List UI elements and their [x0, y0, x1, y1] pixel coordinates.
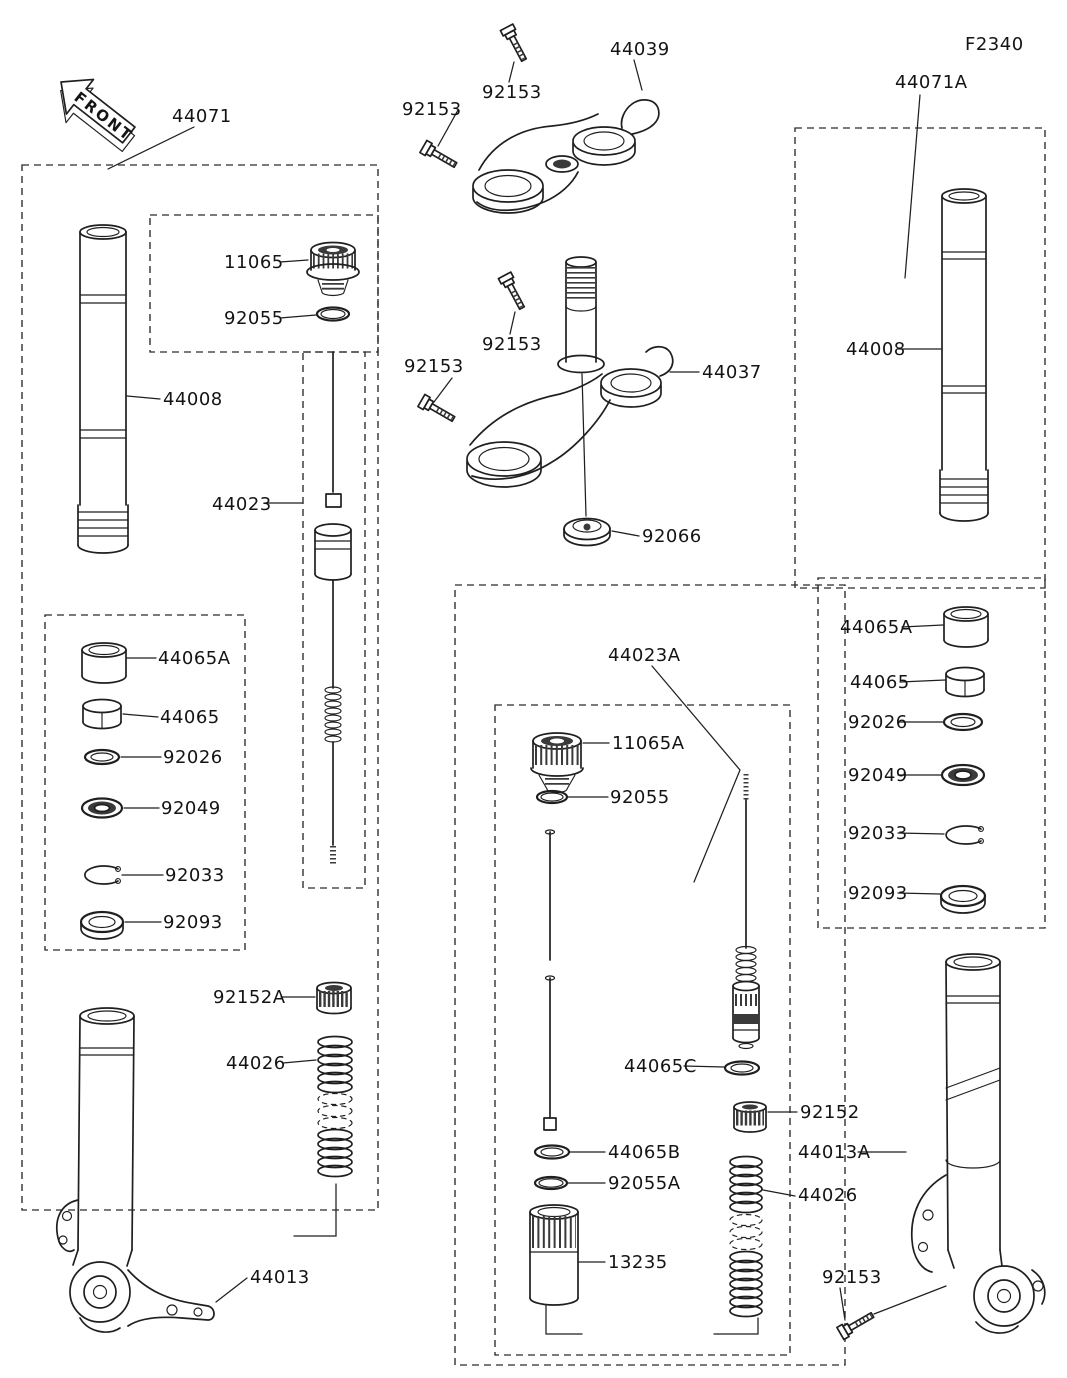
group-box-44071a — [794, 127, 1046, 589]
group-box-rod-left — [302, 351, 366, 889]
part-92033-circlip-right — [945, 825, 984, 845]
label-92093-right: 92093 — [848, 883, 908, 904]
part-92093-dust-seal-right — [939, 884, 987, 914]
label-44013: 44013 — [250, 1267, 310, 1288]
label-92153-mid1: 92153 — [482, 334, 542, 355]
part-44008-right-tube — [939, 188, 989, 522]
part-44026-spring-center — [729, 1155, 763, 1318]
part-92153-bolt-5 — [836, 1311, 875, 1341]
label-92033-left: 92033 — [165, 865, 225, 886]
part-92055-oring-left — [315, 306, 351, 322]
part-92066-cap — [563, 517, 611, 547]
part-44037-lower-triple-clamp — [466, 256, 674, 488]
group-box-44023a-inner — [494, 704, 791, 1356]
label-44071a: 44071A — [895, 72, 968, 93]
label-44026-left: 44026 — [226, 1053, 286, 1074]
part-44065a-bushing-left — [81, 642, 127, 684]
part-92153-bolt-3 — [497, 271, 526, 311]
group-box-seals-left — [44, 614, 246, 951]
label-44065a-right: 44065A — [840, 617, 913, 638]
label-44065-right: 44065 — [850, 672, 910, 693]
group-box-cap-left — [149, 214, 379, 353]
label-92026-left: 92026 — [163, 747, 223, 768]
part-92049-oil-seal-left — [80, 797, 124, 819]
part-44065a-bushing-right — [943, 606, 989, 648]
front-arrow: FRONT — [60, 78, 137, 152]
part-92055a-oring — [533, 1175, 569, 1191]
part-92152a-locknut — [316, 981, 352, 1015]
part-92093-dust-seal-left — [79, 910, 125, 940]
label-44065b: 44065B — [608, 1142, 681, 1163]
part-push-rod-upper — [544, 829, 556, 961]
label-11065a: 11065A — [612, 733, 685, 754]
part-44065c-ring — [723, 1060, 761, 1076]
part-44008-left-tube — [77, 224, 129, 554]
label-44008-left: 44008 — [163, 389, 223, 410]
label-44065a-left: 44065A — [158, 648, 231, 669]
part-92055-oring-center — [535, 789, 569, 805]
part-44013a-outer-tube-right — [910, 953, 1046, 1334]
label-44065-left: 44065 — [160, 707, 220, 728]
part-92153-bolt-2 — [419, 139, 458, 169]
label-92026-right: 92026 — [848, 712, 908, 733]
part-92033-circlip-left — [84, 865, 121, 885]
part-44023a-cartridge-rod — [732, 774, 760, 1050]
label-92153-mid2: 92153 — [404, 356, 464, 377]
part-13235-cylinder — [529, 1204, 579, 1306]
part-92049-oil-seal-right — [940, 763, 986, 787]
group-box-44023a-outer — [454, 584, 846, 1366]
rebound-spring-coils — [324, 686, 342, 743]
label-44039: 44039 — [610, 39, 670, 60]
part-11065-fork-cap — [306, 241, 360, 297]
label-92153-top1: 92153 — [482, 82, 542, 103]
part-92026-washer-right — [942, 712, 984, 732]
group-box-seals-right — [817, 577, 1046, 929]
label-92049-left: 92049 — [161, 798, 221, 819]
part-44013-outer-tube-left — [56, 1007, 215, 1333]
label-92033-right: 92033 — [848, 823, 908, 844]
group-box-44071 — [21, 164, 379, 1211]
part-11065a-fork-cap — [530, 732, 584, 794]
part-44023-damper-rod — [314, 351, 352, 866]
group-boxes — [21, 127, 1046, 1366]
label-92152: 92152 — [800, 1102, 860, 1123]
part-92153-bolt-4 — [417, 393, 456, 423]
part-92152-locknut — [733, 1101, 767, 1133]
label-44008-right: 44008 — [846, 339, 906, 360]
part-44065-bushing-right — [945, 666, 985, 698]
part-44039-upper-triple-clamp — [472, 99, 660, 214]
part-labels: F2340 44071 92153 44039 92153 11065 9205… — [158, 34, 1024, 1288]
label-44013a: 44013A — [798, 1142, 871, 1163]
part-push-rod-lower — [543, 975, 557, 1131]
label-44026-center: 44026 — [798, 1185, 858, 1206]
label-92049-right: 92049 — [848, 765, 908, 786]
part-92026-washer-left — [83, 748, 121, 766]
label-92093-left: 92093 — [163, 912, 223, 933]
label-11065: 11065 — [224, 252, 284, 273]
part-44026-spring-left — [317, 1035, 353, 1178]
label-92066: 92066 — [642, 526, 702, 547]
label-92153-top2: 92153 — [402, 99, 462, 120]
label-13235: 13235 — [608, 1252, 668, 1273]
label-44023: 44023 — [212, 494, 272, 515]
label-44071: 44071 — [172, 106, 232, 127]
part-92153-bolt-1 — [499, 23, 528, 63]
leader-lines — [107, 59, 947, 1335]
part-44065b-ring — [533, 1144, 571, 1160]
label-92055-center: 92055 — [610, 787, 670, 808]
label-92055a: 92055A — [608, 1173, 681, 1194]
label-92152a: 92152A — [213, 987, 286, 1008]
label-92153-bottom: 92153 — [822, 1267, 882, 1288]
page-code: F2340 — [965, 34, 1024, 55]
label-44065c: 44065C — [624, 1056, 697, 1077]
label-44023a: 44023A — [608, 645, 681, 666]
label-92055-left: 92055 — [224, 308, 284, 329]
label-44037: 44037 — [702, 362, 762, 383]
part-44065-bushing-left — [82, 698, 122, 730]
